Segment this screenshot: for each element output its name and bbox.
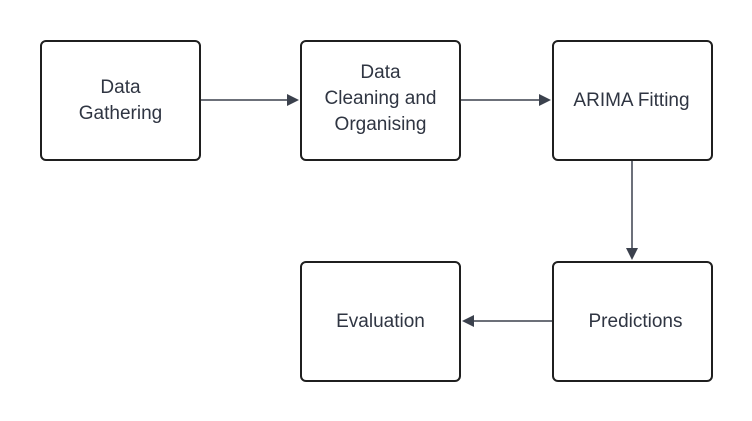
node-predictions: Predictions bbox=[552, 261, 713, 382]
node-label: Predictions bbox=[588, 310, 683, 332]
node-evaluation: Evaluation bbox=[300, 261, 461, 382]
node-label: Evaluation bbox=[336, 310, 425, 332]
node-label: Data Cleaning and Organising bbox=[324, 61, 437, 135]
node-data-cleaning-and-organising: Data Cleaning and Organising bbox=[300, 40, 461, 161]
node-data-gathering: Data Gathering bbox=[40, 40, 201, 161]
node-arima-fitting: ARIMA Fitting bbox=[552, 40, 713, 161]
node-label: ARIMA Fitting bbox=[573, 89, 690, 111]
node-label: Data Gathering bbox=[78, 76, 163, 124]
